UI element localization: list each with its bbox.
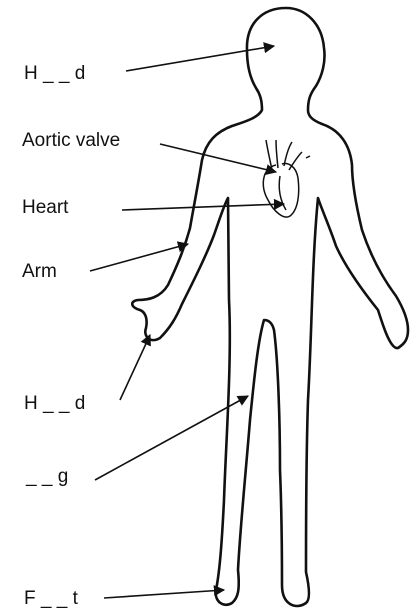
- head-arrow: [126, 46, 274, 71]
- arm-arrow: [90, 244, 188, 271]
- hand-arrow: [120, 335, 150, 400]
- label-foot: F _ _ t: [24, 589, 78, 608]
- aortic-valve-arrow: [160, 144, 276, 172]
- label-arm: Arm: [22, 262, 57, 281]
- label-hand: H _ _ d: [24, 394, 85, 413]
- body-outline: [132, 8, 408, 606]
- label-heart: Heart: [22, 198, 68, 217]
- label-leg: _ _ g: [26, 467, 68, 486]
- pointer-arrows: [90, 46, 284, 598]
- heart-arrow: [122, 204, 284, 210]
- label-aortic-valve: Aortic valve: [22, 131, 120, 150]
- label-head: H _ _ d: [24, 64, 85, 83]
- heart-drawing: [263, 140, 310, 217]
- foot-arrow: [104, 590, 224, 598]
